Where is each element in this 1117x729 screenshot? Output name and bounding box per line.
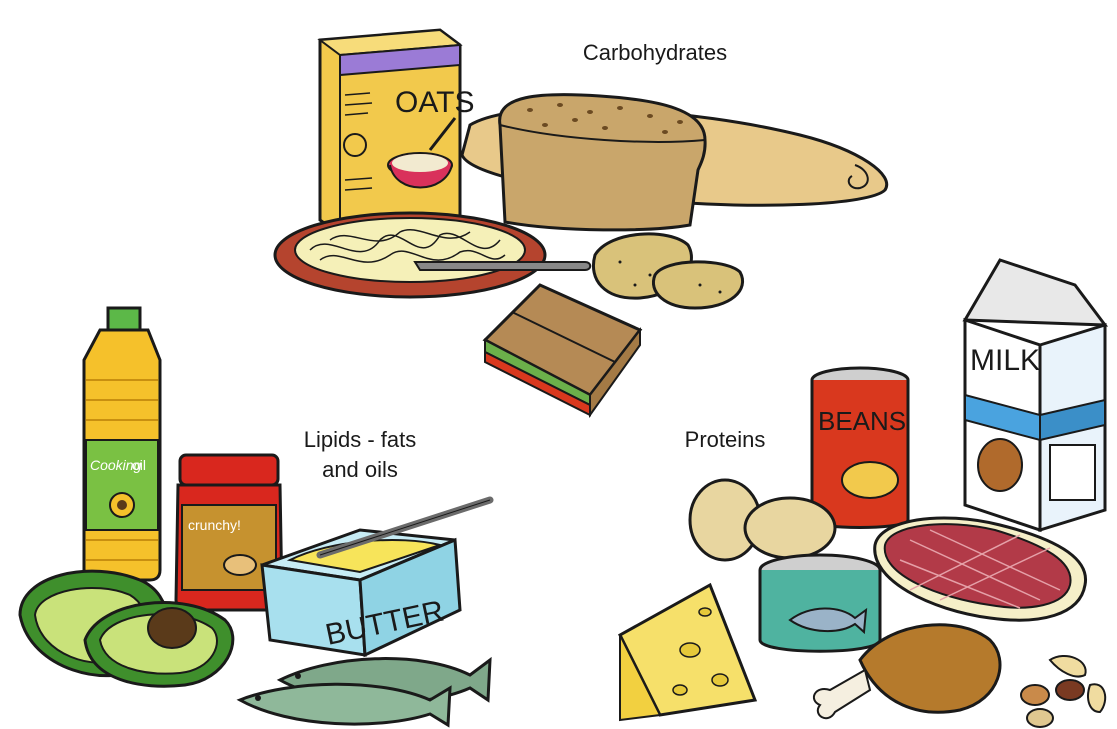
fish-lipids <box>240 659 490 725</box>
sandwich <box>485 285 640 415</box>
tuna-can <box>760 555 880 651</box>
milk-carton: MILK <box>965 260 1105 530</box>
crunchy-text: crunchy! <box>188 517 241 533</box>
lipids-label-line2: and oils <box>270 455 450 485</box>
potatoes <box>593 234 742 308</box>
cheese-wedge <box>620 585 755 720</box>
beans-can: BEANS <box>812 368 908 528</box>
beans-text: BEANS <box>818 406 906 436</box>
cooking-oil-bottle: Cooking oil <box>84 308 160 580</box>
lipids-label: Lipids - fats and oils <box>270 425 450 485</box>
oil-text: oil <box>132 457 146 473</box>
nuts <box>1021 656 1105 727</box>
carbohydrates-label: Carbohydrates <box>545 38 765 68</box>
lipids-label-line1: Lipids - fats <box>270 425 450 455</box>
milk-text: MILK <box>970 344 1040 377</box>
oats-box: OATS <box>320 30 474 235</box>
steak <box>875 518 1086 620</box>
proteins-label: Proteins <box>665 425 785 455</box>
oats-text: OATS <box>395 86 474 119</box>
bread-loaf <box>500 95 705 230</box>
butter-tub: BUTTER <box>262 500 490 655</box>
